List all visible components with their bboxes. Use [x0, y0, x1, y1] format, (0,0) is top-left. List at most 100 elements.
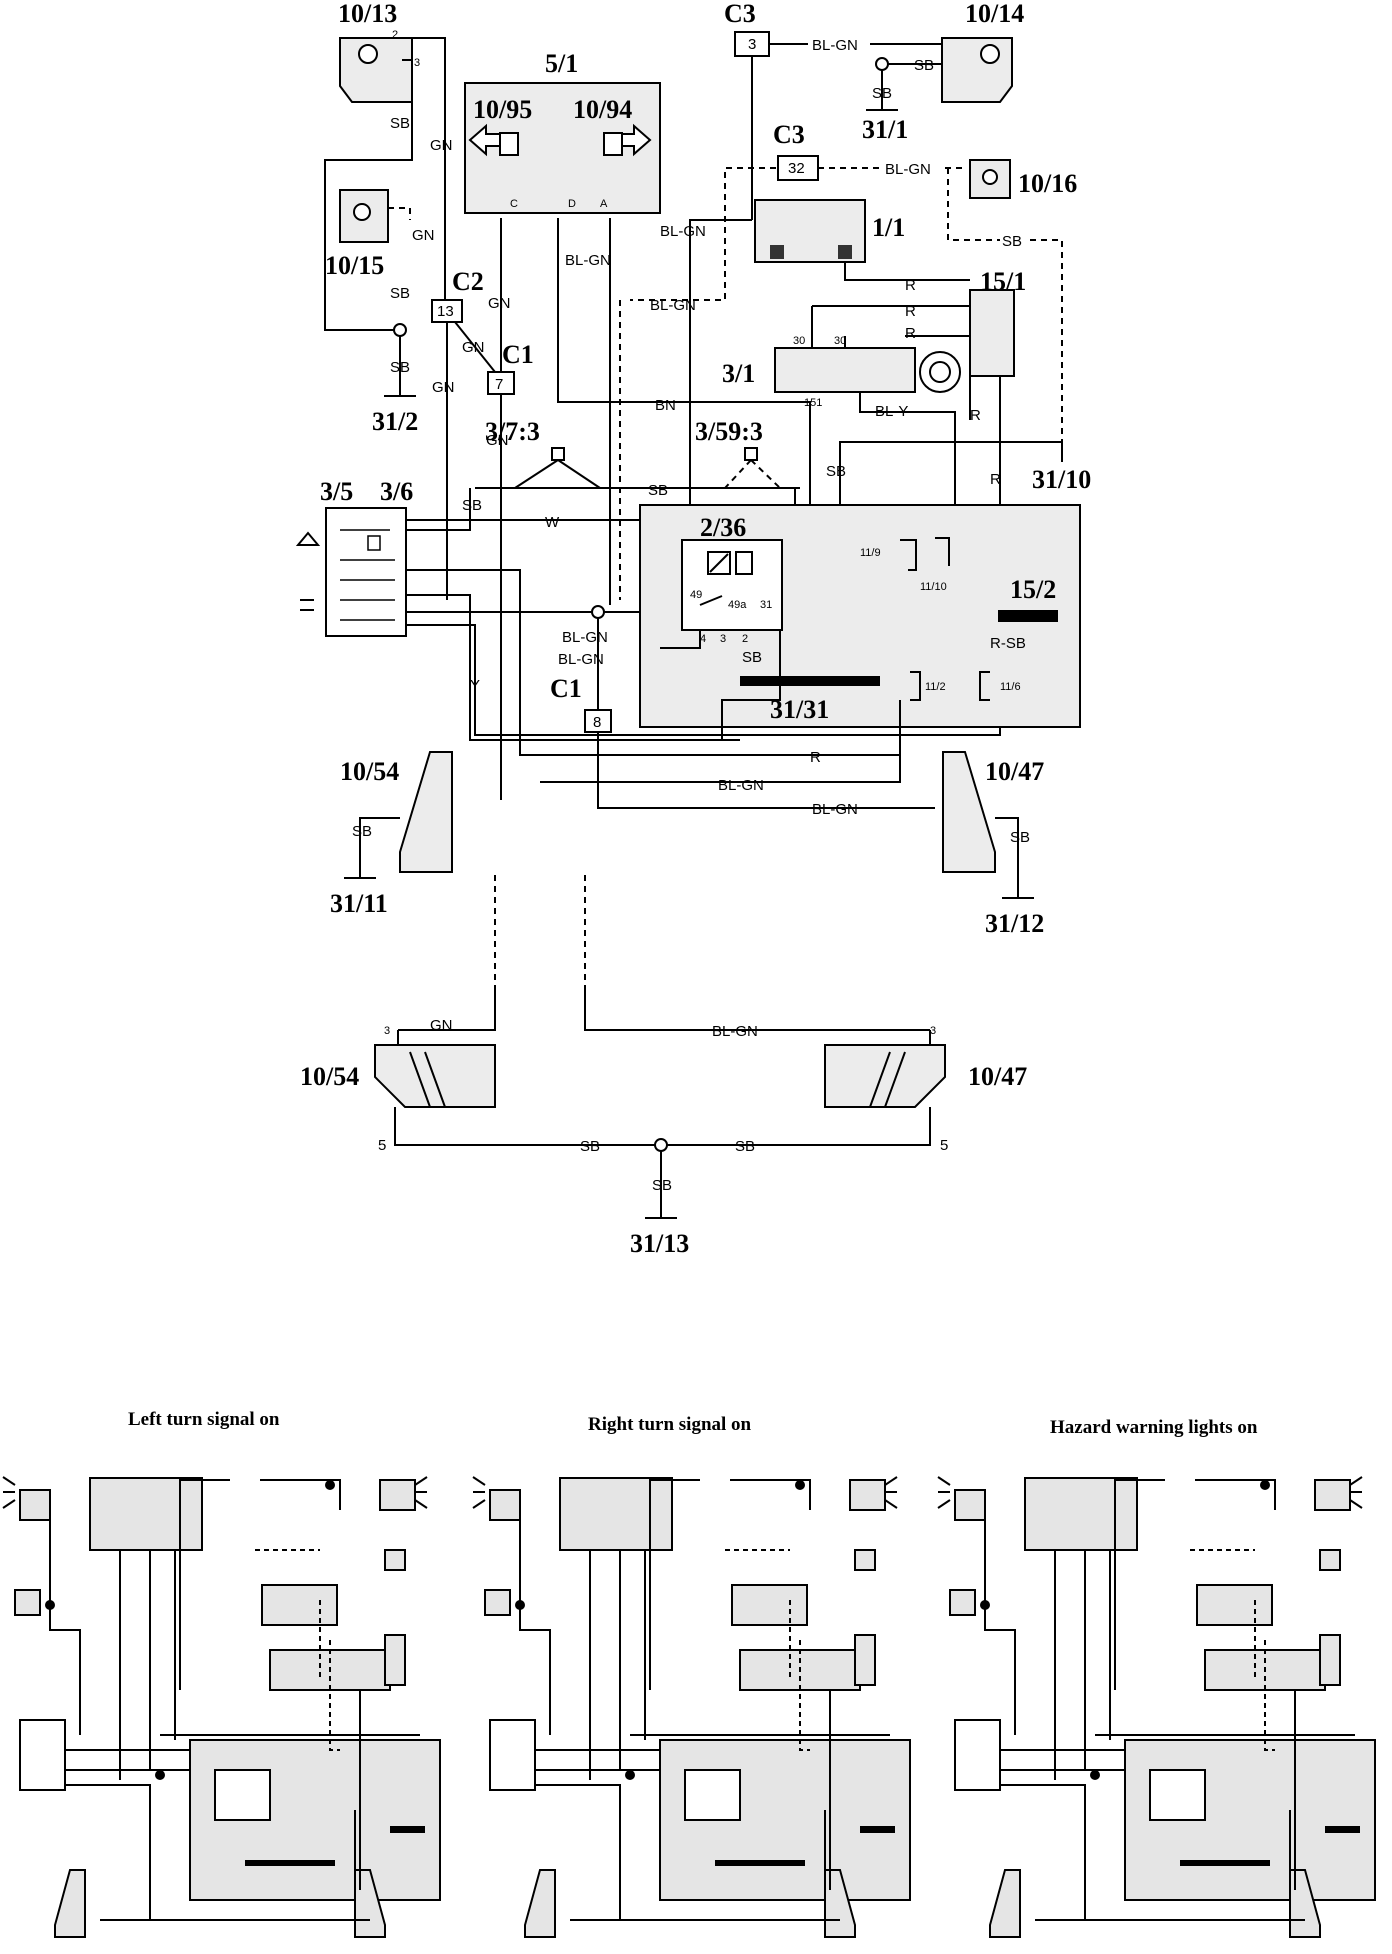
wire-label-r: R [905, 277, 916, 294]
pin-a: A [600, 198, 608, 210]
label-10-13: 10/13 [338, 0, 397, 28]
connector-c1-top: C1 7 [487, 340, 534, 395]
caption-hazard: Hazard warning lights on [1050, 1417, 1258, 1438]
pin-49a: 49a [728, 599, 747, 611]
rear-lamp-10-47: 10/47 [942, 751, 1044, 873]
wire-label-bl-gn: BL-GN [812, 37, 858, 54]
wire-label-gn: GN [430, 1017, 453, 1034]
turn-lever-icon [300, 599, 314, 611]
ground-splice-icon [393, 323, 407, 337]
ignition-switch-3-1: 3/1 30 30 151 [722, 335, 961, 409]
label-3-1: 3/1 [722, 359, 755, 388]
pin-5: 5 [940, 1137, 948, 1154]
thumbnail-left-turn [2, 1476, 441, 1938]
wire-label-r: R [905, 325, 916, 342]
label-10-94: 10/94 [573, 95, 632, 124]
wire-label-gn: GN [432, 379, 455, 396]
wire-label-sb: SB [735, 1138, 755, 1155]
wire-label-bn: BN [655, 397, 676, 414]
rear-lamp-10-54: 10/54 [340, 751, 453, 873]
label-10-95: 10/95 [473, 95, 532, 124]
wire-label-bl-gn: BL-GN [660, 223, 706, 240]
wire-label-sb: SB [462, 497, 482, 514]
label-c1: C1 [550, 674, 582, 703]
label-31-12: 31/12 [985, 909, 1044, 938]
wire-label-r: R [970, 407, 981, 424]
wire-label-sb: SB [742, 649, 762, 666]
wire-label-r-sb: R-SB [990, 635, 1026, 652]
wire-label-y: Y [470, 677, 480, 694]
label-3-6: 3/6 [380, 477, 413, 506]
wire-label-bl-gn: BL-GN [718, 777, 764, 794]
bulb-10-13: 10/13 2 3 [338, 0, 420, 103]
pin-3: 3 [384, 1025, 390, 1037]
label-10-47: 10/47 [985, 757, 1044, 786]
label-31-1: 31/1 [862, 115, 908, 144]
wire-label-gn: GN [462, 339, 485, 356]
label-3-7-3: 3/7:3 [485, 417, 540, 446]
wire-label-sb: SB [826, 463, 846, 480]
wire-label-sb: SB [390, 115, 410, 132]
label-1-1: 1/1 [872, 213, 905, 242]
front-lamp-10-54: 10/54 3 [300, 1025, 496, 1108]
fuse-block-15-1: 15/1 [969, 267, 1026, 377]
pin-c: C [510, 198, 518, 210]
pin-3: 3 [720, 633, 726, 645]
ground-splice-icon [654, 1138, 668, 1152]
pin-30: 30 [834, 335, 846, 347]
pin-30: 30 [793, 335, 805, 347]
wire-label-sb: SB [390, 359, 410, 376]
pin-2: 2 [742, 633, 748, 645]
label-15-2: 15/2 [1010, 575, 1056, 604]
pin-c3-32: 32 [788, 160, 805, 177]
pin-c1-8: 8 [593, 714, 601, 731]
wire-label-bl-gn: BL-GN [812, 801, 858, 818]
wire-label-sb: SB [648, 482, 668, 499]
ground-splice-icon [875, 57, 889, 71]
label-31-10: 31/10 [1032, 465, 1091, 494]
pin-3: 3 [930, 1025, 936, 1037]
thumbnail-hazard [937, 1476, 1376, 1938]
pin-31: 31 [760, 599, 772, 611]
wire-label-sb: SB [914, 57, 934, 74]
label-c3: C3 [773, 120, 805, 149]
label-10-54: 10/54 [340, 757, 399, 786]
pin-c1-7: 7 [495, 376, 503, 393]
label-10-54: 10/54 [300, 1062, 359, 1091]
wire-label-bl-y: BL-Y [875, 403, 908, 420]
connector-c1-bot: C1 8 [550, 674, 612, 733]
wire-label-sb: SB [1010, 829, 1030, 846]
battery-1-1: 1/1 [754, 199, 905, 263]
wire-label-sb: SB [352, 823, 372, 840]
wire-label-sb: SB [872, 85, 892, 102]
label-c2: C2 [452, 267, 484, 296]
label-2-36: 2/36 [700, 513, 746, 542]
wire-label-bl-gn: BL-GN [565, 252, 611, 269]
label-31-2: 31/2 [372, 407, 418, 436]
pin-c2-13: 13 [437, 303, 454, 320]
wire-label-bl-gn: BL-GN [650, 297, 696, 314]
splice-icon [591, 605, 605, 619]
label-11-2: 11/2 [925, 681, 946, 693]
pin-5: 5 [378, 1137, 386, 1154]
label-c1: C1 [502, 340, 534, 369]
label-5-1: 5/1 [545, 49, 578, 78]
wire-label-r: R [990, 471, 1001, 488]
hazard-triangle-icon [295, 531, 321, 546]
pin-2: 2 [392, 29, 398, 41]
pin-c3-3: 3 [748, 36, 756, 53]
pin-4: 4 [700, 633, 706, 645]
wire-label-bl-gn: BL-GN [712, 1023, 758, 1040]
label-10-47: 10/47 [968, 1062, 1027, 1091]
bulb-10-15: 10/15 [325, 189, 389, 280]
instrument-cluster-5-1: 5/1 10/95 10/94 C D A [464, 49, 661, 214]
wire-label-bl-gn: BL-GN [885, 161, 931, 178]
wire-label-sb: SB [580, 1138, 600, 1155]
label-10-14: 10/14 [965, 0, 1024, 28]
connector-c3-top: C3 3 [724, 0, 770, 57]
wire-label-gn: GN [486, 432, 509, 449]
wire-label-gn: GN [488, 295, 511, 312]
wire-label-w: W [545, 514, 560, 531]
wire-label-sb: SB [390, 285, 410, 302]
